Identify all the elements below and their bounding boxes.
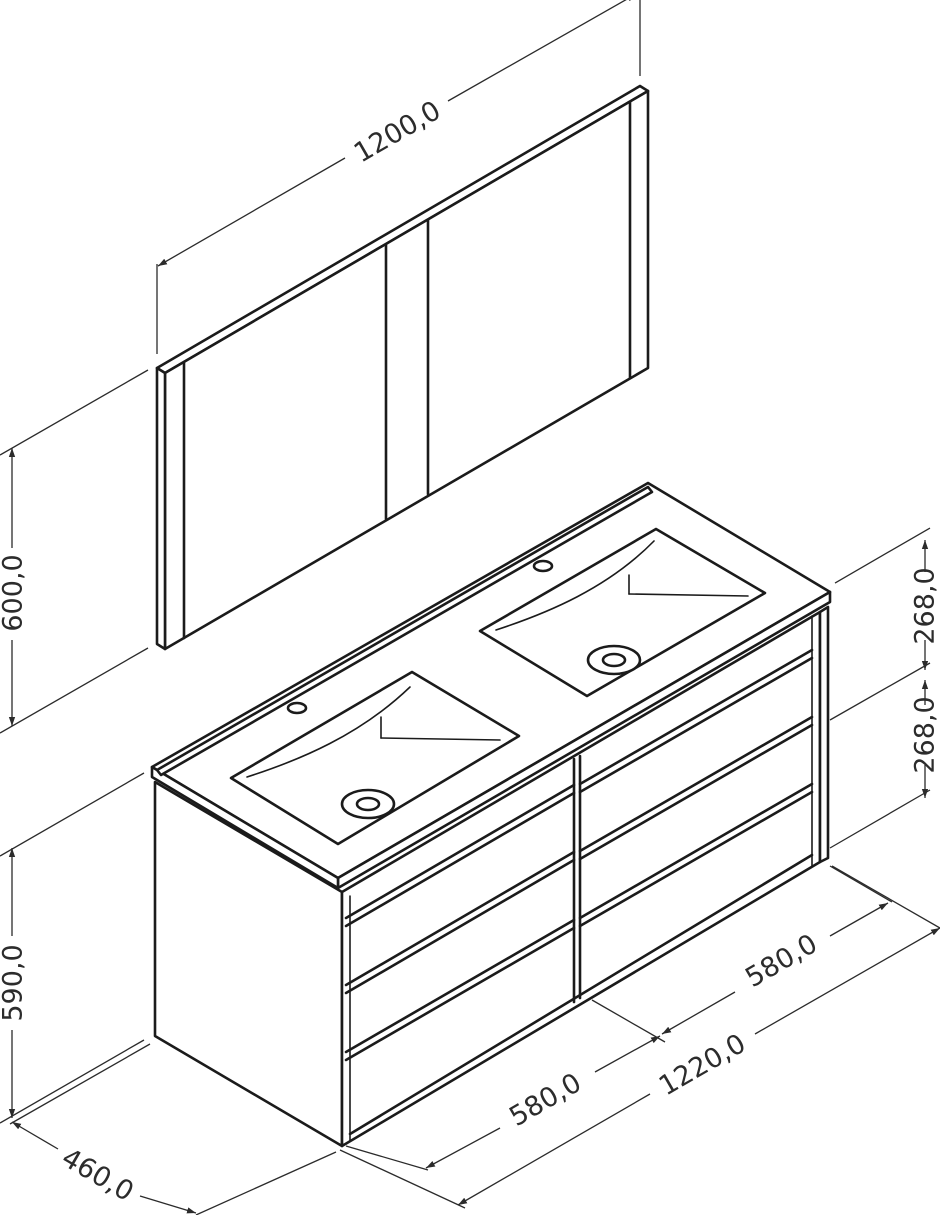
drawer-seam-2-right: [578, 715, 814, 861]
drawer-seam-1-left: [344, 783, 576, 928]
left-drain-hole: [355, 796, 381, 812]
dim-label-top-drawer-height: 268,0: [910, 567, 940, 644]
left-basin-floor-line: [380, 737, 501, 741]
right-basin-rim: [478, 527, 767, 698]
left-basin-back-curve: [246, 686, 411, 778]
countertop-back-lip: [155, 485, 654, 777]
dim-label-mirror-width: 1200,0: [349, 95, 446, 169]
dim-label-total-width: 1220,0: [654, 1028, 751, 1102]
dim-top-drawer-height: 268,0: [829, 527, 940, 721]
dim-mirror-height: 600,0: [0, 369, 149, 734]
drawer-seam-3-right: [578, 782, 814, 928]
left-drawer-seams: [344, 783, 576, 1062]
right-tap-hole: [532, 559, 554, 573]
right-drain-hole: [601, 652, 627, 668]
dim-label-right-section-width: 580,0: [740, 928, 822, 993]
drawer-seam-1-right: [578, 648, 814, 794]
dim-cabinet-height: 590,0: [0, 772, 145, 1124]
vanity-cabinet: [150, 481, 832, 1148]
right-basin-back-curve: [495, 540, 655, 631]
left-basin-rim: [229, 670, 521, 846]
dim-label-cabinet-depth: 460,0: [56, 1142, 138, 1207]
dim-label-mirror-height: 600,0: [0, 554, 29, 631]
dim-label-left-section-width: 580,0: [504, 1067, 586, 1132]
dim-label-lower-drawer-height: 268,0: [910, 696, 940, 773]
cabinet-bottom-line: [348, 853, 814, 1136]
left-tap-hole: [286, 701, 308, 715]
dim-label-cabinet-height: 590,0: [0, 944, 29, 1021]
countertop-left-edge: [150, 765, 340, 890]
drawer-seam-3-left: [344, 918, 576, 1062]
right-basin: [478, 527, 767, 698]
right-basin-floor-line: [628, 593, 749, 597]
cabinet-right-side: [818, 605, 830, 864]
left-basin: [229, 670, 521, 846]
mirror-cabinet: [155, 84, 650, 651]
right-drawer-seams: [578, 648, 814, 928]
dim-lower-drawer-height: 268,0: [829, 680, 940, 849]
drawer-seam-2-left: [344, 850, 576, 995]
mirror-left-edge: [155, 366, 167, 651]
